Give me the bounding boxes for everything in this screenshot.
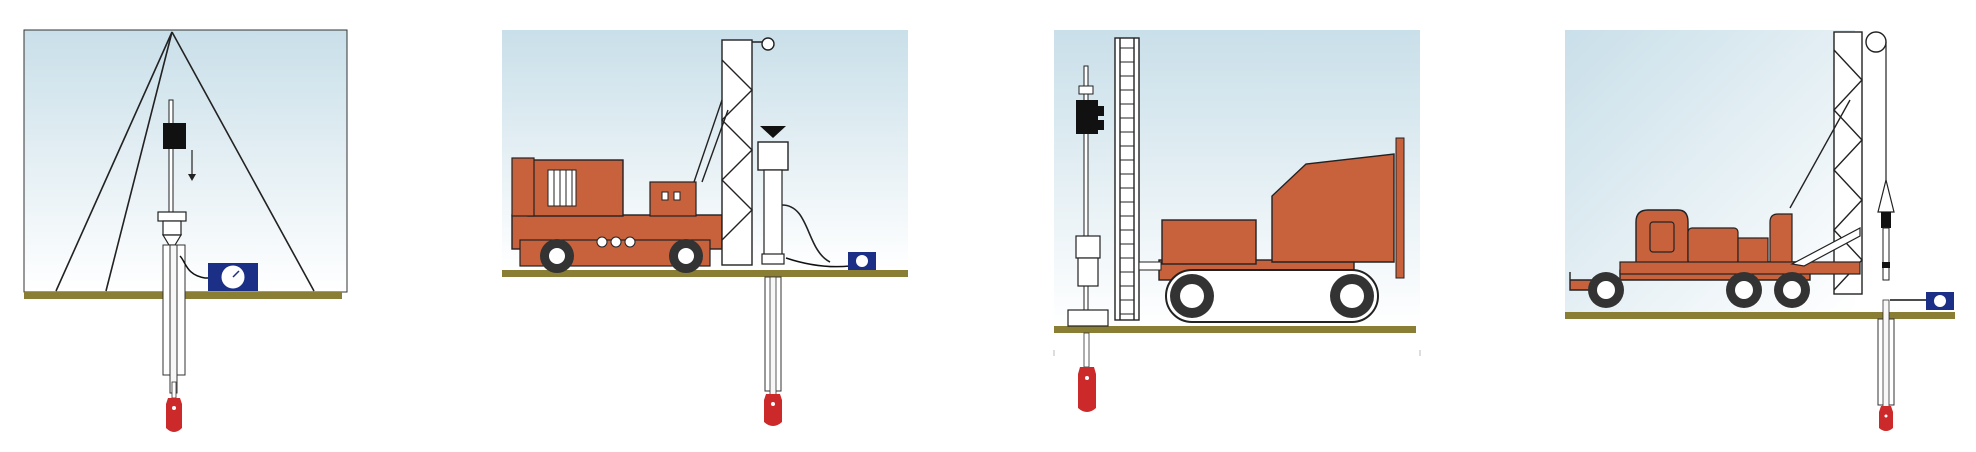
ground-surface (502, 270, 908, 277)
cone-tip (1877, 179, 1895, 213)
panel-crawler-drill-rig (1044, 0, 1424, 452)
chassis-holes (596, 236, 636, 248)
control-panel (649, 181, 697, 217)
ground-surface (1054, 326, 1416, 333)
anvil-body (1077, 257, 1099, 287)
anvil (157, 211, 187, 222)
tripod-frame (55, 31, 315, 292)
crown-sheave (1865, 31, 1887, 53)
drill-mast (1114, 37, 1140, 321)
gauge-dial (856, 255, 868, 267)
panel-wheeled-drill-rig (490, 0, 930, 452)
sampler-probe (166, 381, 182, 432)
ground-surface (1565, 312, 1955, 319)
drive-head (757, 141, 789, 171)
truck-mounted-rig-icon (1565, 30, 1955, 431)
drop-hammer (163, 123, 186, 149)
wheel-rear-2 (1774, 272, 1810, 308)
sampler-probe (1078, 367, 1096, 412)
signal-cable (179, 255, 212, 279)
crawler-drill-rig-icon (1053, 30, 1421, 412)
sampling-rod (169, 244, 178, 394)
operator-cab (1271, 153, 1395, 263)
drill-mast (1789, 31, 1863, 295)
crawler-track (1165, 269, 1379, 323)
cone-sleeve (1881, 212, 1891, 228)
engine-front (511, 157, 535, 217)
panel-tripod-rig (0, 0, 420, 452)
rear-mast-support (1395, 137, 1405, 279)
guide-rod (1882, 227, 1890, 281)
hydraulic-hose (781, 204, 831, 263)
wheel-rear-1 (1726, 272, 1762, 308)
mast-rungs (1120, 47, 1134, 315)
wheel-front (1588, 272, 1624, 308)
sampler-probe (764, 394, 782, 426)
drop-hammer (1076, 100, 1098, 134)
rod-clamp (1067, 309, 1109, 327)
radiator-grille (547, 169, 577, 207)
drill-rod-above-ground (763, 169, 783, 257)
mast-bracket (1138, 261, 1162, 271)
guide-rod (168, 99, 174, 221)
tripod-drop-hammer-icon (23, 29, 348, 432)
track-wheel-front (1330, 274, 1374, 318)
wheel-front (669, 239, 703, 273)
truck-body (1569, 209, 1861, 291)
sampler-probe (1879, 406, 1893, 431)
anvil (1075, 235, 1101, 259)
track-wheel-rear (1170, 274, 1214, 318)
drop-arrow-head (188, 174, 196, 181)
engine-housing (1161, 219, 1257, 265)
drill-mast (693, 37, 775, 266)
wheeled-drill-rig-icon (502, 30, 908, 426)
sampling-rod (1083, 332, 1090, 368)
wheel-rear (540, 239, 574, 273)
anvil-body (162, 220, 182, 236)
drive-direction-arrow (760, 126, 786, 138)
mast-brace (1790, 227, 1861, 267)
guide-collar (1078, 85, 1094, 95)
sampling-rod (1882, 299, 1890, 409)
signal-cable (785, 257, 851, 268)
gauge-needle (232, 270, 240, 278)
gauge-dial (1934, 295, 1946, 307)
panel-truck-mounted-rig (1560, 0, 1970, 452)
rod-clamp (761, 253, 785, 265)
sampling-rod (769, 276, 777, 396)
